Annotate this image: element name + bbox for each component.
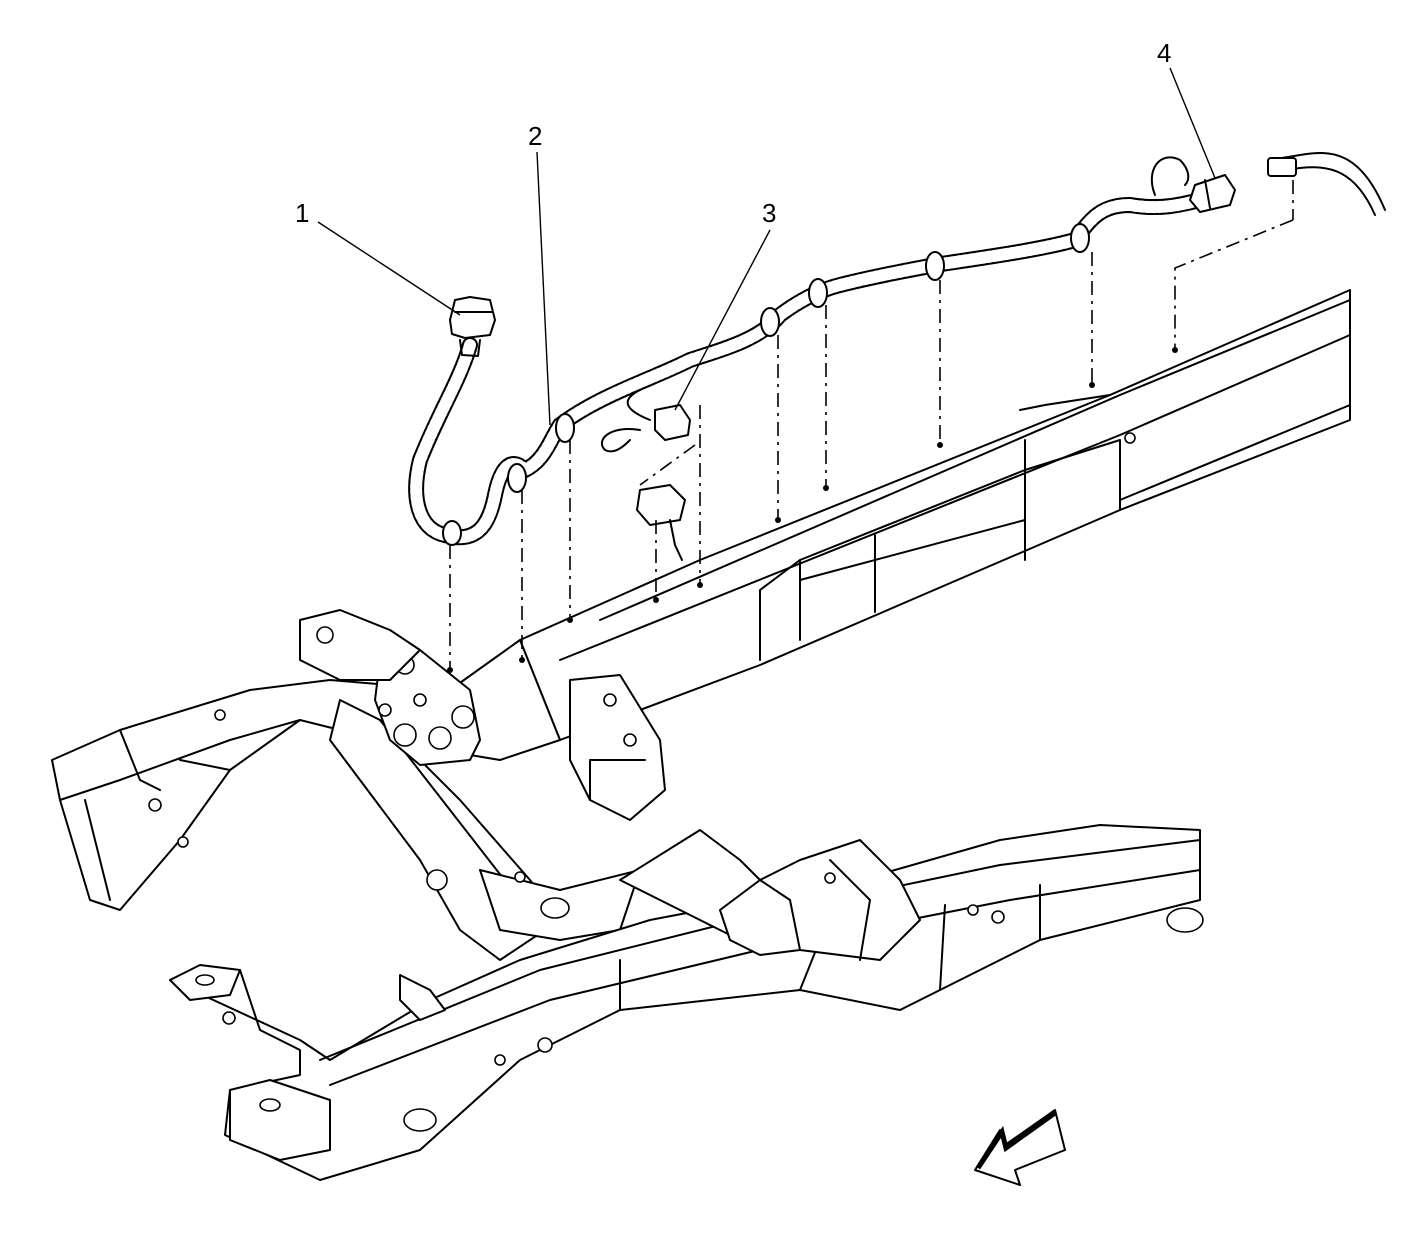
- frame-rail-upper: [519, 289, 1351, 741]
- crossmember-lower: [399, 829, 921, 1021]
- callout-leaders: [317, 67, 1216, 426]
- callout-3: 3: [762, 198, 776, 228]
- callout-4: 4: [1157, 38, 1171, 68]
- frame-rail-lower: [169, 824, 1204, 1181]
- engine-mount-bracket: [299, 609, 481, 766]
- connector-1: [449, 296, 496, 357]
- mount-bracket-right: [569, 674, 666, 821]
- callout-2: 2: [528, 121, 542, 151]
- mounting-guides: [447, 180, 1294, 673]
- connector-3: [636, 404, 691, 561]
- callout-1: 1: [295, 198, 309, 228]
- connector-4: [1189, 174, 1236, 213]
- front-direction-arrow-icon: [974, 1109, 1066, 1186]
- wiring-harness: [408, 152, 1386, 546]
